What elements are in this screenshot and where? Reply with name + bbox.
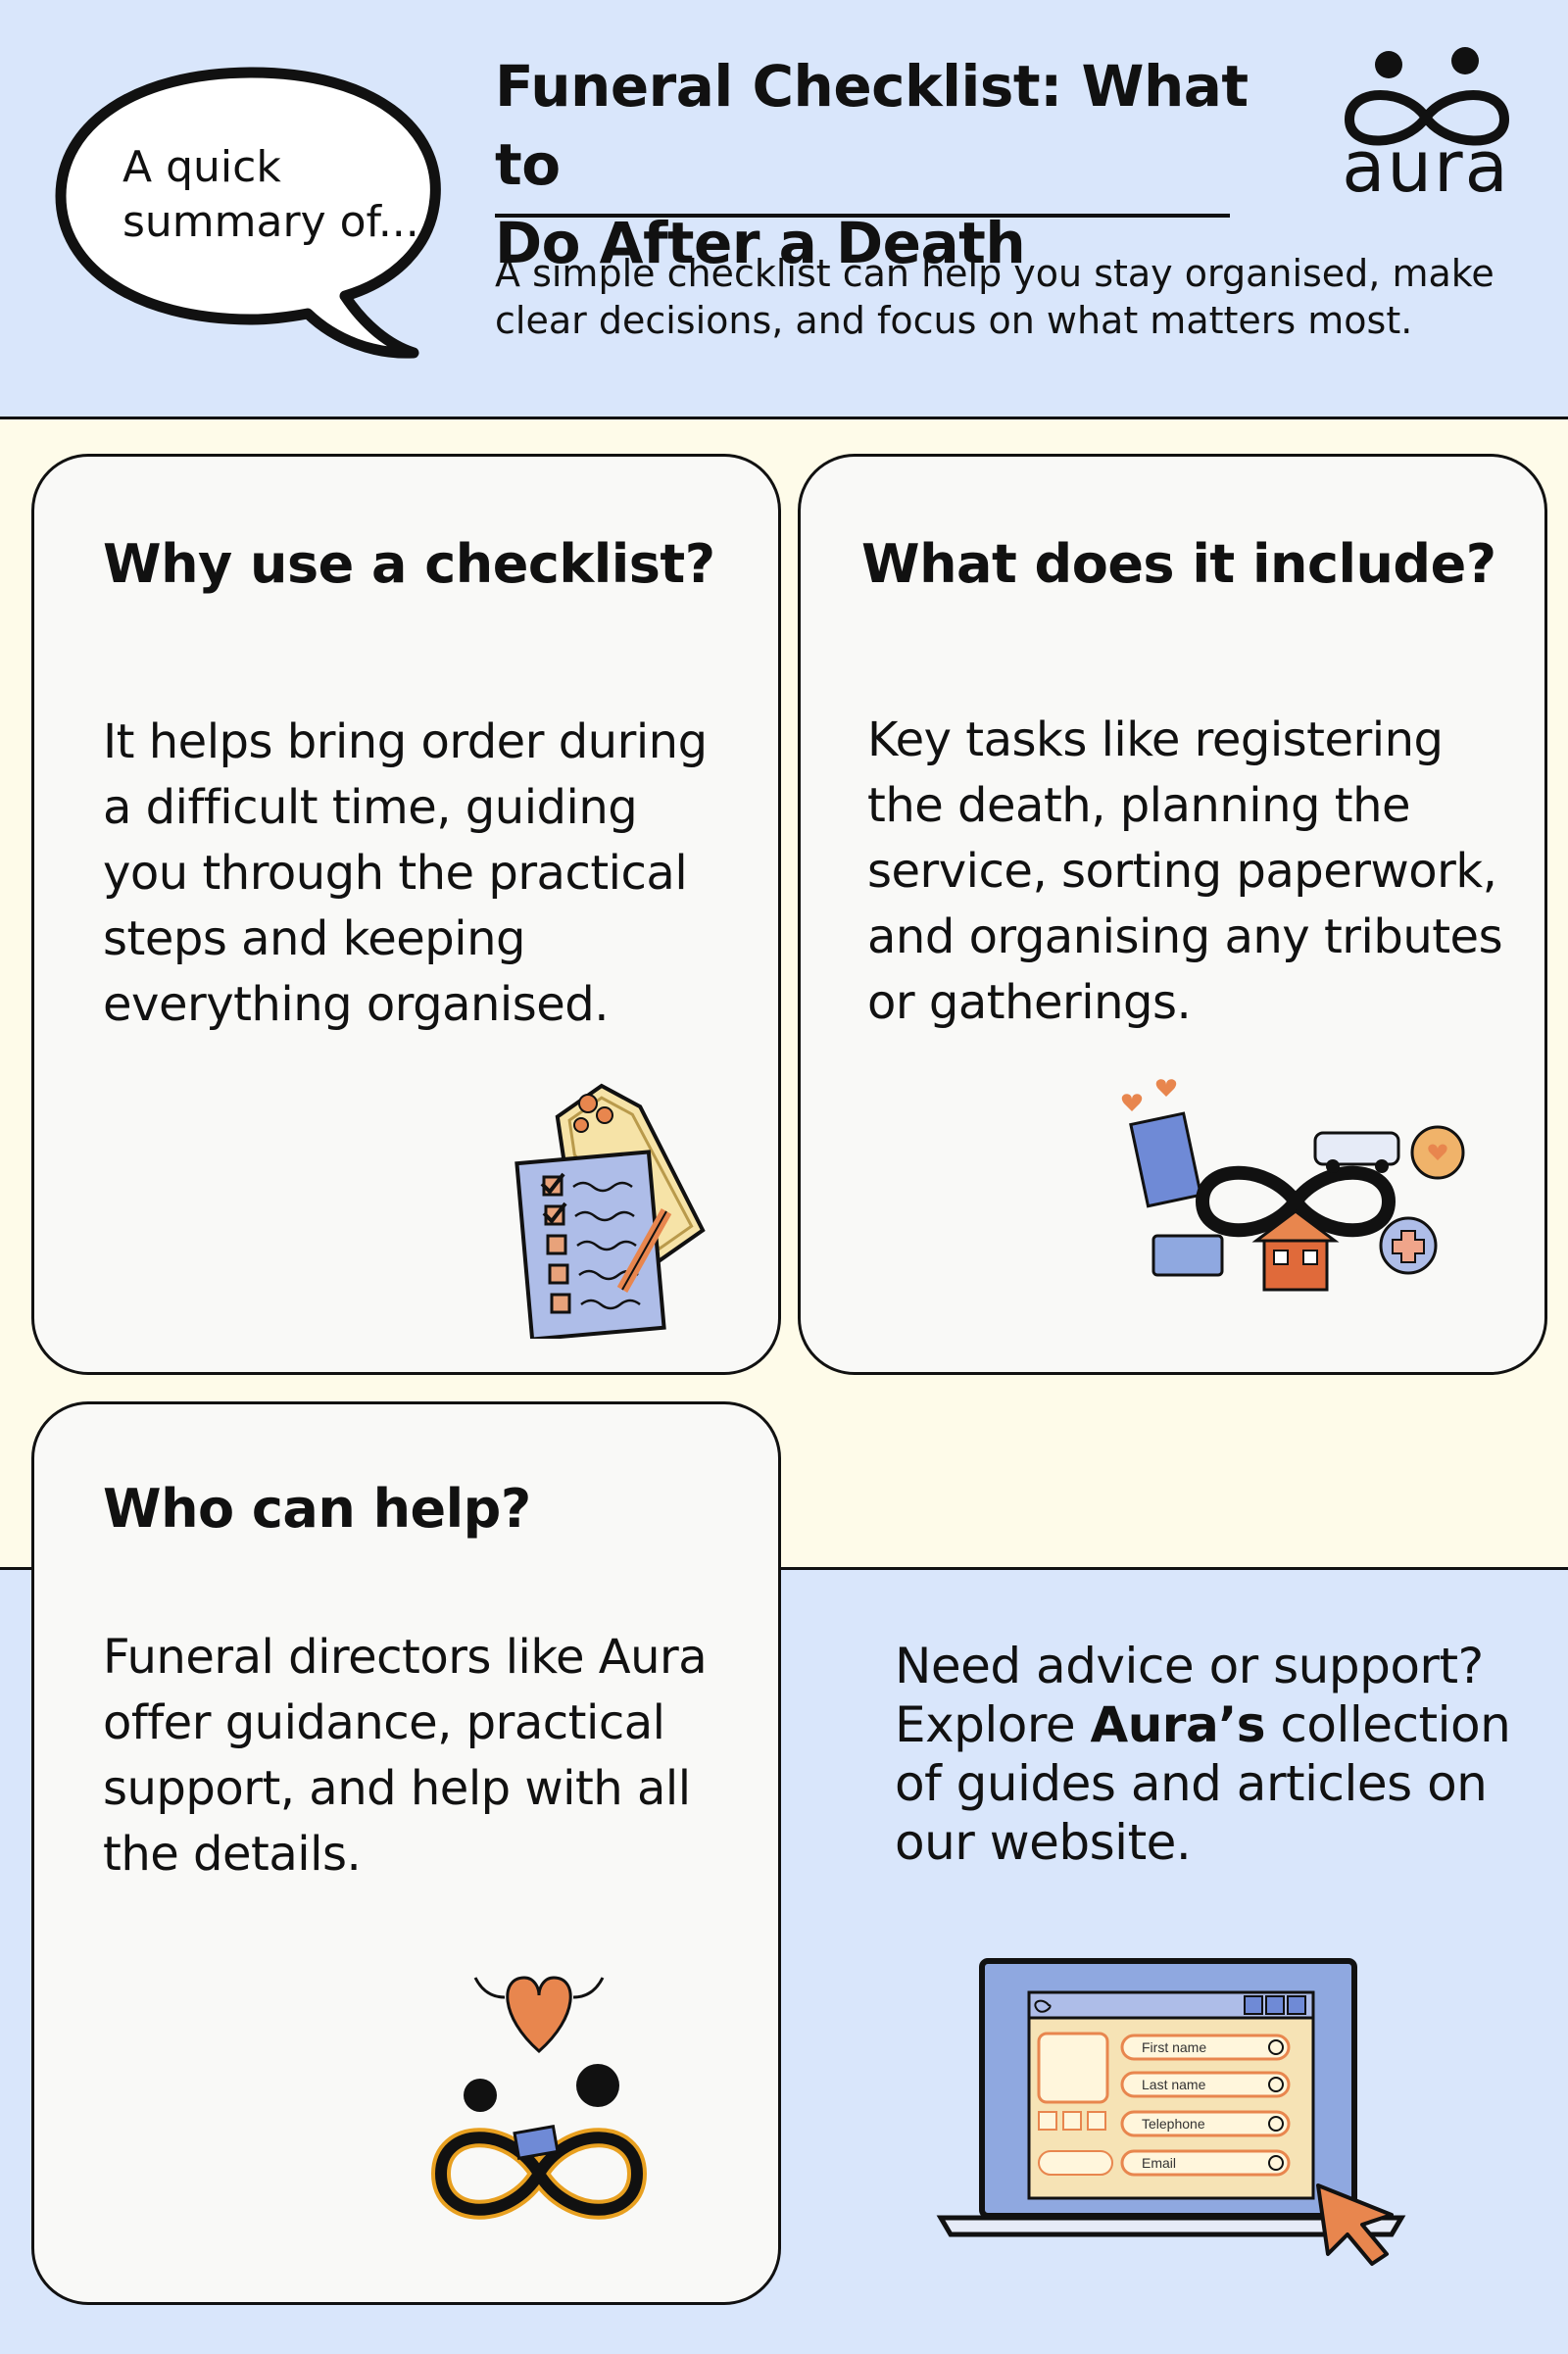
title-line-2: Do After a Death (495, 210, 1026, 276)
card-body-line: Funeral directors like Aura (103, 1630, 708, 1685)
card-body-line: steps and keeping (103, 911, 526, 966)
title-line-1: Funeral Checklist: What to (495, 53, 1249, 198)
subtitle-line-1: A simple checklist can help you stay org… (495, 252, 1494, 295)
bubble-text: A quick summary of... (122, 140, 419, 250)
card-body-line: the details. (103, 1827, 362, 1882)
subtitle-line-2: clear decisions, and focus on what matte… (495, 299, 1413, 342)
cta-text-span: Explore (895, 1696, 1091, 1753)
people-infinity-heart-icon (430, 1976, 648, 2220)
card-body-line: you through the practical (103, 846, 688, 901)
bubble-line-2: summary of... (122, 197, 419, 247)
card-body-line: Key tasks like registering (867, 712, 1444, 767)
checklist-coffin-icon (514, 1083, 706, 1339)
card-body-line: and organising any tributes (867, 909, 1503, 964)
bubble-line-1: A quick (122, 142, 281, 192)
card-body-line: a difficult time, guiding (103, 780, 638, 835)
page-title: Funeral Checklist: What to Do After a De… (495, 47, 1308, 282)
card-body-line: service, sorting paperwork, (867, 844, 1497, 899)
cta-line-1: Need advice or support? (895, 1638, 1484, 1694)
form-field-email: Email (1142, 2155, 1176, 2171)
card-body: Key tasks like registering the death, pl… (867, 708, 1534, 1036)
card-body-line: everything organised. (103, 977, 610, 1032)
card-heading: What does it include? (861, 533, 1496, 595)
card-what-include: What does it include? Key tasks like reg… (798, 454, 1547, 1375)
card-body-line: offer guidance, practical (103, 1695, 665, 1750)
aura-logo-icon (1344, 47, 1510, 146)
logo-wordmark: aura (1342, 125, 1510, 208)
laptop-icon: First name Last name Telephone Email (936, 1958, 1406, 2266)
form-field-telephone: Telephone (1142, 2116, 1205, 2132)
card-body: Funeral directors like Aura offer guidan… (103, 1625, 760, 1888)
cta-line-2: Explore Aura’s collection (895, 1695, 1522, 1754)
cta-line-4: our website. (895, 1814, 1192, 1871)
form-field-first-name: First name (1142, 2039, 1206, 2055)
cta-brand: Aura’s (1090, 1696, 1266, 1753)
page-subtitle: A simple checklist can help you stay org… (495, 250, 1524, 344)
cta-line-3: of guides and articles on (895, 1755, 1488, 1812)
card-body-line: It helps bring order during (103, 714, 708, 769)
card-body-line: the death, planning the (867, 778, 1411, 833)
cta-text: Need advice or support? Explore Aura’s c… (895, 1637, 1522, 1872)
speech-bubble-icon (55, 67, 441, 359)
card-who-can-help: Who can help? Funeral directors like Aur… (31, 1401, 781, 2305)
card-body-line: support, and help with all (103, 1761, 691, 1816)
infinity-house-car-icon (1121, 1079, 1465, 1292)
card-body: It helps bring order during a difficult … (103, 710, 750, 1038)
card-heading: Why use a checklist? (103, 533, 715, 595)
cta-text-span: collection (1264, 1696, 1511, 1753)
title-underline (495, 214, 1230, 218)
laptop-form-fields: First name Last name Telephone Email (1120, 2034, 1291, 2177)
card-body-line: or gatherings. (867, 975, 1192, 1030)
form-field-last-name: Last name (1142, 2077, 1206, 2092)
card-why-checklist: Why use a checklist? It helps bring orde… (31, 454, 781, 1375)
card-heading: Who can help? (103, 1478, 531, 1540)
